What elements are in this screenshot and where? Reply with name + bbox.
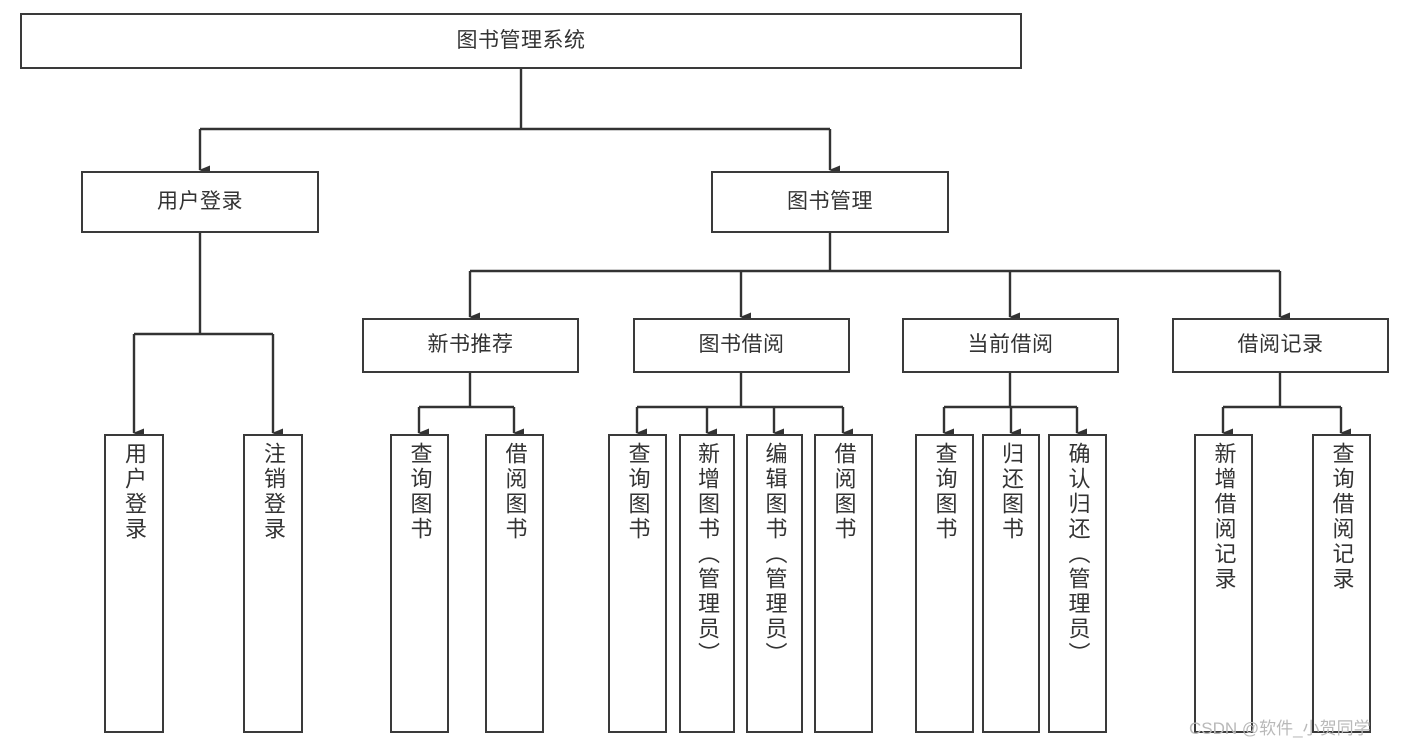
node-borrow-record-label: 借阅记录	[1237, 333, 1324, 357]
node-leaf-return-book-label: 归还图书	[998, 442, 1024, 542]
node-current-borrow[interactable]: 当前借阅	[902, 318, 1119, 373]
node-leaf-borrow-book-1[interactable]: 借阅图书	[485, 434, 544, 733]
node-leaf-borrow-book-2-label: 借阅图书	[831, 442, 857, 542]
node-leaf-logout[interactable]: 注销登录	[243, 434, 303, 733]
node-book-borrow-label: 图书借阅	[698, 333, 785, 357]
node-leaf-user-login[interactable]: 用户登录	[104, 434, 164, 733]
node-leaf-query-book-1-label: 查询图书	[407, 442, 433, 542]
node-root[interactable]: 图书管理系统	[20, 13, 1022, 69]
node-book-manage-label: 图书管理	[787, 189, 873, 213]
node-leaf-edit-book[interactable]: 编辑图书（管理员）	[746, 434, 803, 733]
node-user-login[interactable]: 用户登录	[81, 171, 319, 233]
node-leaf-logout-label: 注销登录	[260, 442, 286, 542]
watermark: CSDN @软件_小贺同学	[1189, 719, 1371, 738]
node-leaf-query-record[interactable]: 查询借阅记录	[1312, 434, 1371, 733]
node-leaf-query-book-3-label: 查询图书	[932, 442, 958, 542]
node-leaf-borrow-book-2[interactable]: 借阅图书	[814, 434, 873, 733]
node-book-manage[interactable]: 图书管理	[711, 171, 949, 233]
node-leaf-confirm-return[interactable]: 确认归还（管理员）	[1048, 434, 1107, 733]
node-book-borrow[interactable]: 图书借阅	[633, 318, 850, 373]
node-leaf-query-book-3[interactable]: 查询图书	[915, 434, 974, 733]
node-leaf-edit-book-label: 编辑图书（管理员）	[762, 442, 788, 667]
node-borrow-record[interactable]: 借阅记录	[1172, 318, 1389, 373]
node-leaf-query-book-2[interactable]: 查询图书	[608, 434, 667, 733]
node-leaf-query-record-label: 查询借阅记录	[1329, 442, 1355, 592]
node-leaf-borrow-book-1-label: 借阅图书	[502, 442, 528, 542]
node-leaf-add-book-label: 新增图书（管理员）	[694, 442, 720, 667]
node-leaf-add-record[interactable]: 新增借阅记录	[1194, 434, 1253, 733]
node-current-borrow-label: 当前借阅	[967, 333, 1054, 357]
node-new-book-recommend-label: 新书推荐	[427, 333, 514, 357]
node-leaf-query-book-2-label: 查询图书	[625, 442, 651, 542]
node-leaf-return-book[interactable]: 归还图书	[982, 434, 1040, 733]
node-leaf-confirm-return-label: 确认归还（管理员）	[1065, 442, 1091, 667]
node-leaf-user-login-label: 用户登录	[121, 442, 147, 542]
node-user-login-label: 用户登录	[157, 189, 243, 213]
node-leaf-query-book-1[interactable]: 查询图书	[390, 434, 449, 733]
node-leaf-add-book[interactable]: 新增图书（管理员）	[679, 434, 735, 733]
node-leaf-add-record-label: 新增借阅记录	[1211, 442, 1237, 592]
node-root-label: 图书管理系统	[456, 28, 586, 52]
node-new-book-recommend[interactable]: 新书推荐	[362, 318, 579, 373]
